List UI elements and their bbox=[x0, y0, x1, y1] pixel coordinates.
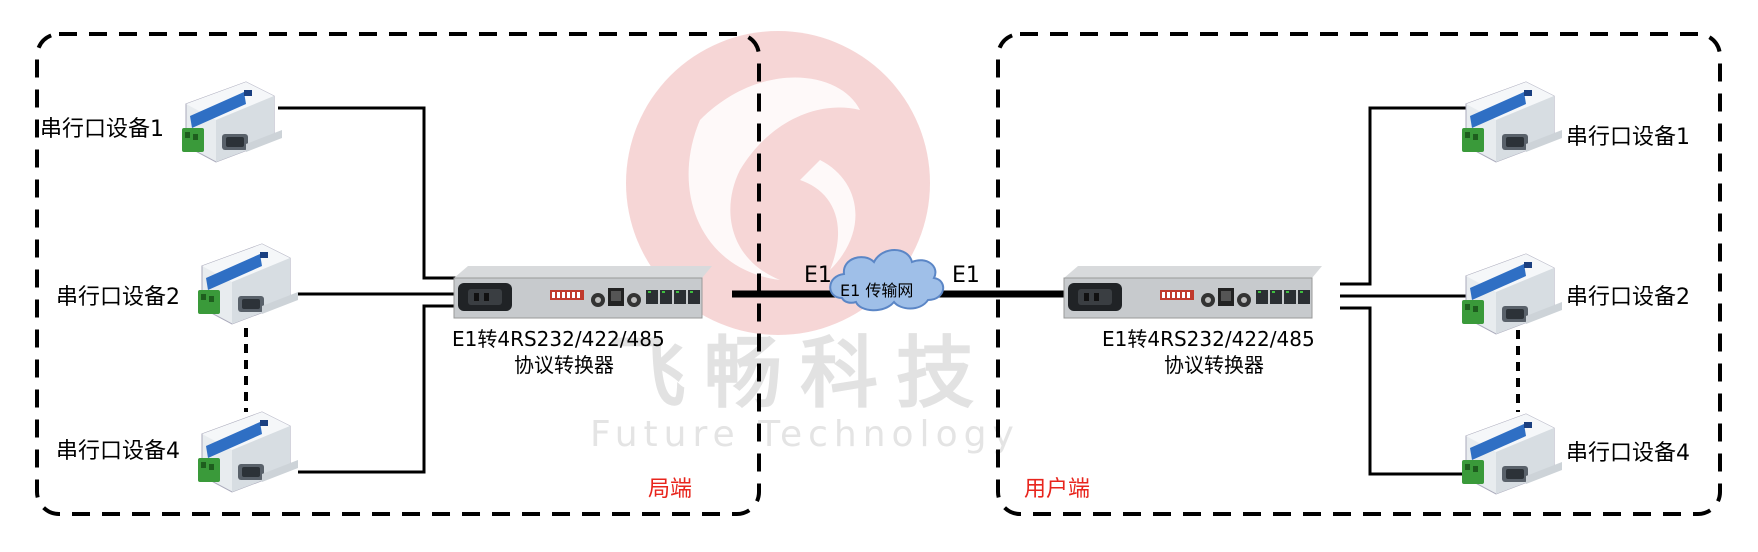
right-site-label: 用户端 bbox=[1024, 477, 1090, 502]
left-device-4-label: 串行口设备4 bbox=[56, 439, 180, 464]
right-converter-title: E1转4RS232/422/485 bbox=[1102, 327, 1315, 351]
left-converter-icon bbox=[453, 265, 713, 319]
e1-label-left: E1 bbox=[804, 263, 832, 288]
cloud-label: E1 传输网 bbox=[840, 281, 913, 300]
left-converter-subtitle: 协议转换器 bbox=[514, 353, 614, 377]
brand-watermark-en: Future Technology bbox=[590, 414, 1020, 455]
right-wires bbox=[1340, 106, 1520, 476]
right-device-4-label: 串行口设备4 bbox=[1566, 441, 1690, 466]
right-serial-device-4-icon bbox=[1461, 413, 1563, 495]
left-serial-device-4-icon bbox=[197, 411, 299, 493]
left-site-label: 局端 bbox=[648, 477, 692, 502]
central-office-zone bbox=[35, 32, 761, 516]
right-converter-subtitle: 协议转换器 bbox=[1164, 353, 1264, 377]
right-converter-icon bbox=[1063, 265, 1323, 319]
left-device-2-label: 串行口设备2 bbox=[56, 285, 180, 310]
brand-watermark-cn: 飞畅科技 bbox=[608, 328, 992, 419]
left-serial-device-1-icon bbox=[181, 81, 283, 163]
left-converter-title: E1转4RS232/422/485 bbox=[452, 327, 665, 351]
right-serial-device-1-icon bbox=[1461, 81, 1563, 163]
left-wires bbox=[244, 106, 458, 474]
right-device-2-label: 串行口设备2 bbox=[1566, 285, 1690, 310]
left-serial-device-2-icon bbox=[197, 243, 299, 325]
right-serial-device-2-icon bbox=[1461, 253, 1563, 335]
right-device-1-label: 串行口设备1 bbox=[1566, 125, 1690, 150]
user-site-zone bbox=[996, 32, 1722, 516]
e1-network-cloud: E1 传输网 bbox=[829, 249, 944, 312]
left-device-1-label: 串行口设备1 bbox=[40, 117, 164, 142]
e1-label-right: E1 bbox=[952, 263, 980, 288]
